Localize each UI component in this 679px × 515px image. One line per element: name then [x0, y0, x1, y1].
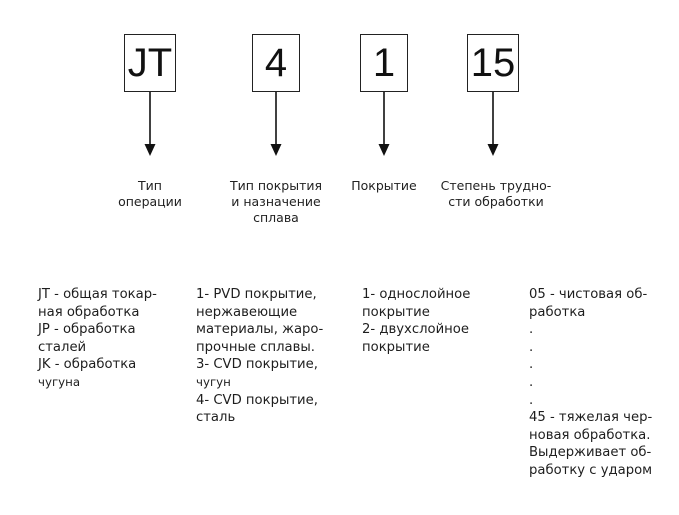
code-box-operation-type: JT — [124, 34, 176, 92]
description-line: 1- однослойное — [362, 287, 471, 302]
arrow-down-icon — [378, 92, 390, 156]
description-line: 3- CVD покрытие, — [196, 357, 318, 373]
description-line: . — [529, 322, 534, 338]
arrow-down-icon — [144, 92, 156, 156]
description-line: новая обработка. — [529, 427, 651, 443]
description-line: прочные сплавы. — [196, 339, 315, 355]
description-column-coating-type: 1- PVD покрытие, нержавеющие материалы, … — [196, 286, 323, 427]
description-line: ная обработка — [38, 304, 140, 320]
label-line: сплава — [253, 210, 299, 225]
label-line: Степень трудно- — [440, 178, 552, 193]
arrow-down-icon — [487, 92, 499, 156]
description-line: JK - обработка — [38, 357, 137, 373]
description-line: JP - обработка — [38, 322, 136, 338]
description-line: покрытие — [362, 304, 430, 320]
description-column-difficulty: 05 - чистовая об- работка . . . . . 45 -… — [529, 286, 652, 480]
description-line: сталей — [38, 339, 87, 355]
code-box-coating: 1 — [360, 34, 408, 92]
description-line: JT - общая токар- — [38, 287, 157, 302]
label-coating-type: Тип покрытия и назначение сплава — [216, 178, 336, 226]
description-column-coating: 1- однослойное покрытие 2- двухслойное п… — [362, 286, 470, 356]
label-line: и назначение — [231, 194, 321, 209]
description-line: 05 - чистовая об- — [529, 287, 648, 302]
code-box-coating-type: 4 — [252, 34, 300, 92]
arrow-down-icon — [270, 92, 282, 156]
label-line: Тип — [138, 178, 162, 193]
description-line: работку с ударом — [529, 462, 653, 478]
description-line: . — [529, 357, 534, 373]
label-line: операции — [118, 194, 182, 209]
label-difficulty: Степень трудно- сти обработки — [438, 178, 554, 210]
description-line: чугуна — [38, 374, 81, 389]
code-box-difficulty: 15 — [467, 34, 519, 92]
description-column-operation-type: JT - общая токар- ная обработка JP - обр… — [38, 286, 157, 392]
description-line: нержавеющие — [196, 304, 298, 320]
description-line: 4- CVD покрытие, — [196, 392, 318, 408]
description-line: 1- PVD покрытие, — [196, 287, 317, 302]
description-line: работка — [529, 304, 586, 320]
description-line: материалы, жаро- — [196, 322, 324, 338]
label-line: Покрытие — [351, 178, 417, 193]
description-line: . — [529, 339, 534, 355]
label-operation-type: Тип операции — [100, 178, 200, 210]
description-line: сталь — [196, 410, 236, 426]
label-line: Тип покрытия — [229, 178, 322, 193]
label-coating: Покрытие — [344, 178, 424, 194]
description-line: чугун — [196, 374, 231, 389]
description-line: Выдерживает об- — [529, 445, 652, 461]
label-line: сти обработки — [448, 194, 544, 209]
description-line: . — [529, 374, 534, 390]
description-line: 45 - тяжелая чер- — [529, 410, 653, 426]
description-line: . — [529, 392, 534, 408]
description-line: 2- двухслойное — [362, 322, 469, 338]
description-line: покрытие — [362, 339, 430, 355]
